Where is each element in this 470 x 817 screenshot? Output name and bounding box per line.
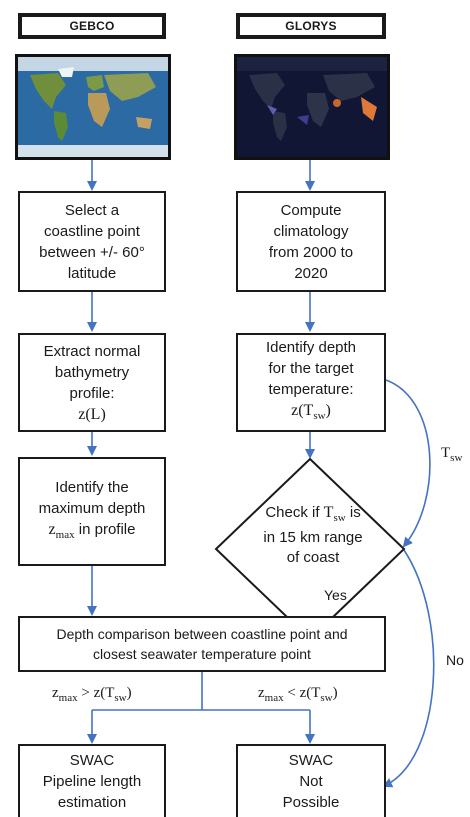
depth-comparison-box: Depth comparison between coastline point… [18,616,386,672]
condition-zmax-less: zmax < z(Tsw) [258,685,338,704]
arrow-tsw-loop [385,379,431,548]
gebco-world-map [15,54,171,160]
identify-max-depth-box: Identify the maximum depth zmax in profi… [18,457,166,566]
select-coastline-point-box: Select a coastline point between +/- 60°… [18,191,166,292]
decision-text: Check if Tsw is in 15 km range of coast [263,504,363,567]
glorys-header: GLORYS [236,13,386,39]
extract-bathymetry-box: Extract normal bathymetry profile: z(L) [18,333,166,432]
bathymetry-profile-formula: z(L) [78,405,106,423]
gebco-header: GEBCO [18,13,166,39]
glorys-world-map [234,54,390,160]
tsw-arrow-label: Tsw [441,445,463,464]
yes-label: Yes [324,587,347,603]
arrow-decision-no [382,549,435,788]
target-temp-depth-formula: z(Tsw) [291,402,331,423]
outcome-not-possible: SWAC Not Possible [236,744,386,817]
identify-depth-target-temp-box: Identify depth for the target temperatur… [236,333,386,432]
outcome-pipeline-estimation: SWAC Pipeline length estimation [18,744,166,817]
compute-climatology-box: Compute climatology from 2000 to 2020 [236,191,386,292]
no-label: No [446,652,464,668]
zmax-in-profile: zmax in profile [48,520,136,542]
arrow-comparison-split [92,672,310,711]
condition-zmax-greater: zmax > z(Tsw) [52,685,132,704]
